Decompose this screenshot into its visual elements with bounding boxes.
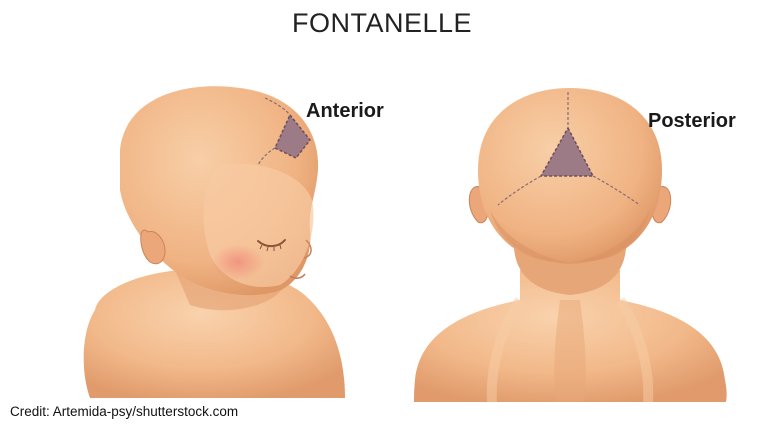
anterior-label: Anterior xyxy=(306,100,384,123)
posterior-label: Posterior xyxy=(648,110,736,133)
baby-back-view xyxy=(414,88,727,402)
image-credit: Credit: Artemida-psy/shutterstock.com xyxy=(10,404,238,419)
baby-side-view xyxy=(84,86,345,398)
